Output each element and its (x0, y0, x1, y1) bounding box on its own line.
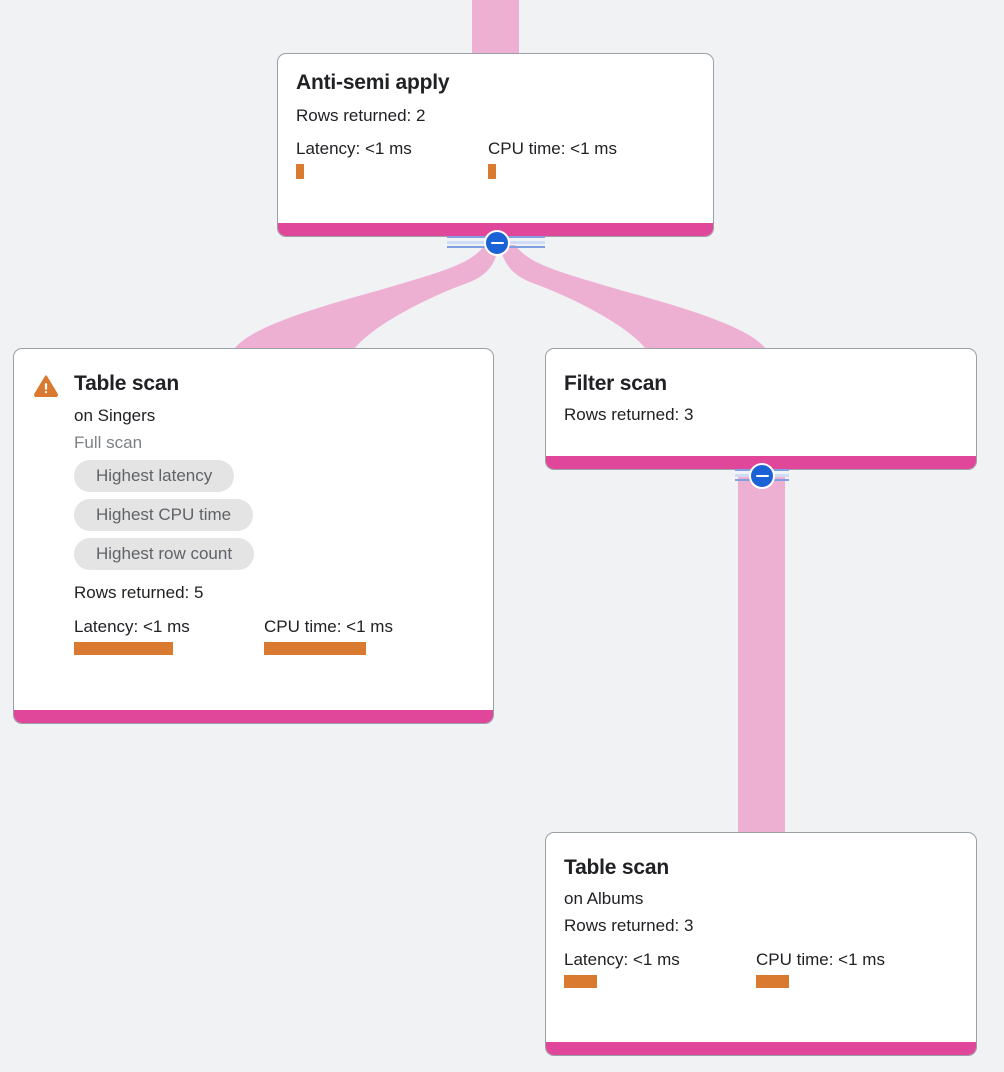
cpu-metric: CPU time: <1 ms (264, 617, 393, 655)
edge-inbound-root (472, 0, 519, 58)
badge-highest-cpu-time: Highest CPU time (74, 499, 254, 532)
node-filter-scan[interactable]: Filter scan Rows returned: 3 (545, 348, 977, 470)
node-table-scan-albums[interactable]: Table scan on Albums Rows returned: 3 La… (545, 832, 977, 1056)
cpu-time-bar (488, 164, 496, 180)
badge-row: Highest row count (74, 538, 475, 577)
collapse-toggle-filter-scan[interactable] (749, 463, 775, 489)
cpu-time-bar (756, 974, 789, 988)
rows-returned-text: Rows returned: 3 (564, 405, 694, 425)
node-body: Anti-semi apply Rows returned: 2 Latency… (278, 54, 713, 193)
metrics-row: Latency: <1 ms CPU time: <1 ms (296, 139, 695, 180)
node-subtitle: on Albums (564, 889, 644, 909)
node-subtitle: on Singers (74, 406, 156, 425)
metrics-row: Latency: <1 ms CPU time: <1 ms (564, 950, 958, 988)
node-accent-bar (546, 1042, 976, 1055)
cpu-time-bar (264, 641, 366, 655)
node-body: Filter scan Rows returned: 3 (546, 349, 976, 442)
warning-triangle-icon (34, 375, 58, 402)
rows-returned-text: Rows returned: 2 (296, 106, 426, 126)
node-title: Table scan (564, 856, 669, 879)
collapse-toggle-anti-semi-apply[interactable] (484, 230, 510, 256)
node-anti-semi-apply[interactable]: Anti-semi apply Rows returned: 2 Latency… (277, 53, 714, 237)
metrics-row: Latency: <1 ms CPU time: <1 ms (74, 617, 475, 655)
cpu-time-label: CPU time: <1 ms (264, 616, 393, 636)
badge-highest-latency: Highest latency (74, 460, 235, 493)
node-body: Table scan on Albums Rows returned: 3 La… (546, 833, 976, 1002)
node-scan-type: Full scan (74, 433, 143, 453)
node-title: Table scan (74, 372, 179, 395)
latency-label: Latency: <1 ms (564, 949, 680, 969)
node-body: Table scan on Singers Full scan Highest … (14, 349, 493, 669)
latency-bar (564, 974, 597, 988)
edge-filterscan-to-tablescan-albums (738, 474, 785, 842)
edge-antisemi-to-tablescan-singers (232, 245, 498, 352)
latency-metric: Latency: <1 ms (296, 139, 488, 180)
node-title: Filter scan (564, 372, 667, 395)
latency-metric: Latency: <1 ms (564, 950, 756, 988)
edge-antisemi-to-filterscan (500, 245, 768, 352)
latency-bar (296, 164, 304, 180)
cpu-metric: CPU time: <1 ms (756, 950, 885, 988)
node-details: on Singers Full scan Highest latency Hig… (74, 402, 475, 655)
rows-returned-text: Rows returned: 5 (74, 583, 204, 603)
cpu-time-label: CPU time: <1 ms (488, 139, 617, 159)
node-title: Anti-semi apply (296, 71, 450, 94)
node-title-row: Anti-semi apply (296, 70, 695, 96)
cpu-time-label: CPU time: <1 ms (756, 949, 885, 969)
rows-returned-text: Rows returned: 3 (564, 916, 694, 936)
badge-highest-row-count: Highest row count (74, 538, 255, 571)
badge-list: Highest latency Highest CPU time Highest… (74, 460, 475, 577)
cpu-metric: CPU time: <1 ms (488, 139, 617, 180)
node-accent-bar (14, 710, 493, 723)
latency-bar (74, 641, 173, 655)
node-table-scan-singers[interactable]: Table scan on Singers Full scan Highest … (13, 348, 494, 724)
badge-row: Highest CPU time (74, 499, 475, 538)
latency-label: Latency: <1 ms (296, 139, 412, 159)
badge-row: Highest latency (74, 460, 475, 499)
latency-label: Latency: <1 ms (74, 616, 190, 636)
latency-metric: Latency: <1 ms (74, 617, 264, 655)
node-title-row: Table scan (34, 371, 475, 402)
